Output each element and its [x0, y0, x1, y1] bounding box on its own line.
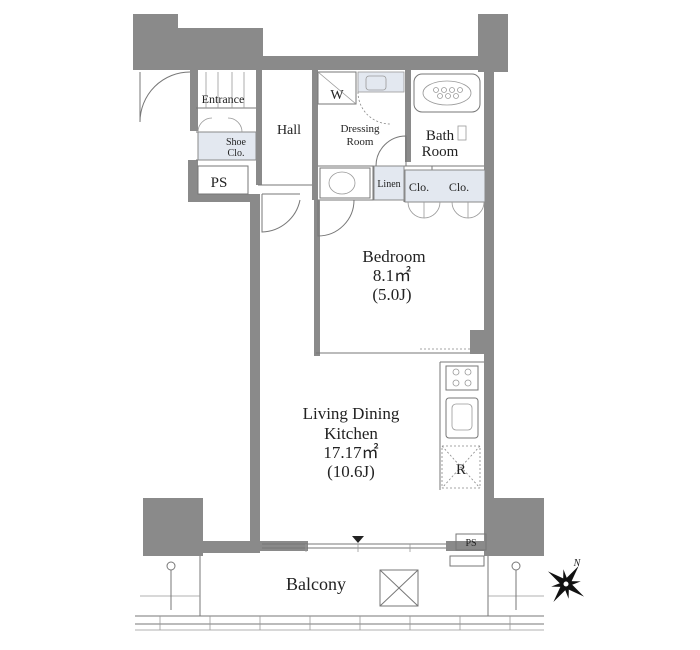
shoe-closet-label-line1: Shoe [226, 137, 247, 148]
closet-areas [197, 71, 486, 203]
ps-box-top [197, 165, 249, 195]
closet-1-label: Clo. [409, 180, 429, 194]
bath-room-label-line2: Room [422, 144, 459, 160]
compass-north-label: N [573, 558, 582, 569]
bedroom-area: 8.1㎡ [373, 266, 411, 285]
dressing-room-label-line2: Room [347, 136, 374, 148]
entrance-label: Entrance [202, 92, 245, 106]
structural-walls [133, 14, 544, 556]
balcony-structure [135, 533, 544, 631]
ps-bottom-label: PS [465, 538, 476, 549]
ldk-area: 17.17㎡ [323, 443, 378, 462]
refrigerator-label: R [456, 462, 466, 478]
door-swings [139, 71, 485, 237]
dressing-room-label-line1: Dressing [340, 123, 380, 135]
balcony-label: Balcony [286, 574, 346, 594]
ldk-name-line1: Living Dining [303, 404, 400, 423]
compass-icon [547, 565, 585, 603]
wardrobe-label: W [330, 88, 344, 103]
bath-room-label-line1: Bath [426, 128, 455, 144]
hall-label: Hall [277, 123, 301, 138]
ldk-name-line2: Kitchen [324, 424, 378, 443]
closet-2-label: Clo. [449, 180, 469, 194]
fixtures [317, 71, 481, 489]
ldk-jo: (10.6J) [327, 462, 375, 481]
shoe-closet-label-line2: Clo. [228, 148, 245, 159]
ps-top-label: PS [211, 175, 228, 191]
bedroom-jo: (5.0J) [372, 285, 411, 304]
bedroom-name: Bedroom [362, 247, 425, 266]
linen-label: Linen [377, 179, 400, 190]
